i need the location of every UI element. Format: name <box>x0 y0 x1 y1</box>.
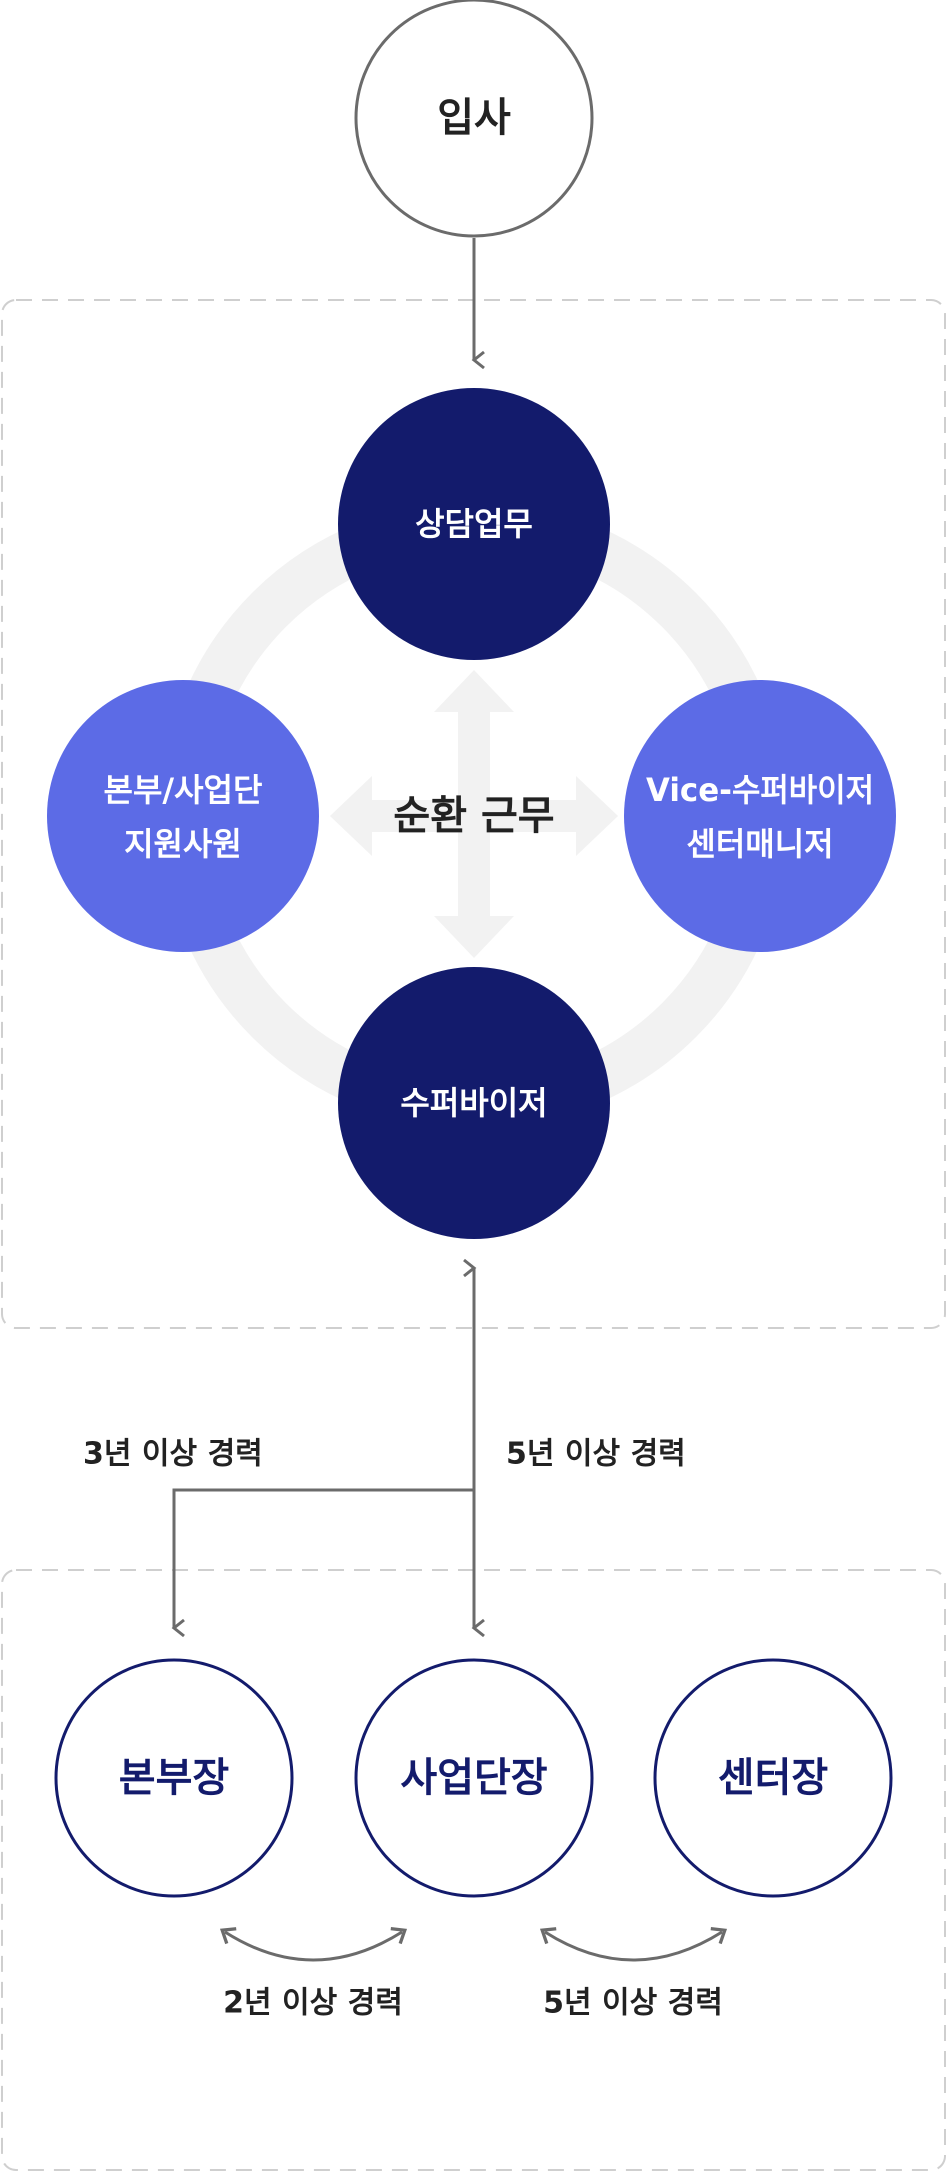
supervisor-label: 수퍼바이저 <box>400 1084 547 1122</box>
support-staff-label-line2: 지원사원 <box>124 825 242 863</box>
center-head-node <box>653 1658 893 1898</box>
exp-to-hq-head-label: 3년 이상 경력 <box>83 1437 263 1472</box>
business-center-swap-arrow <box>539 1927 728 1962</box>
business-head-label: 사업단장 <box>400 1755 547 1801</box>
vice-supervisor-label-line1: Vice-수퍼바이저 <box>646 771 874 809</box>
exp-business-center-swap-label: 5년 이상 경력 <box>543 1986 723 2021</box>
rotation-label: 순환 근무 <box>393 793 554 839</box>
exp-hq-business-swap-label: 2년 이상 경력 <box>223 1986 403 2021</box>
counseling-node <box>338 388 610 660</box>
exp-to-business-head-label: 5년 이상 경력 <box>506 1437 686 1472</box>
vice-supervisor-label-line2: 센터매니저 <box>686 825 833 863</box>
entry-node <box>354 0 594 238</box>
hq-head-label: 본부장 <box>119 1755 230 1801</box>
hq-business-swap-arrow <box>219 1927 408 1962</box>
rotation-cross-arrows <box>330 670 618 958</box>
entry-label: 입사 <box>437 95 511 141</box>
center-head-label: 센터장 <box>718 1755 829 1801</box>
vice-supervisor-node <box>624 680 896 952</box>
support-staff-node <box>47 680 319 952</box>
counseling-label: 상담업무 <box>415 505 533 543</box>
support-staff-label-line1: 본부/사업단 <box>104 771 263 809</box>
supervisor-to-hq-arrow <box>171 1488 474 1638</box>
hq-head-node <box>54 1658 294 1898</box>
business-head-node <box>354 1658 594 1898</box>
supervisor-node <box>338 967 610 1239</box>
